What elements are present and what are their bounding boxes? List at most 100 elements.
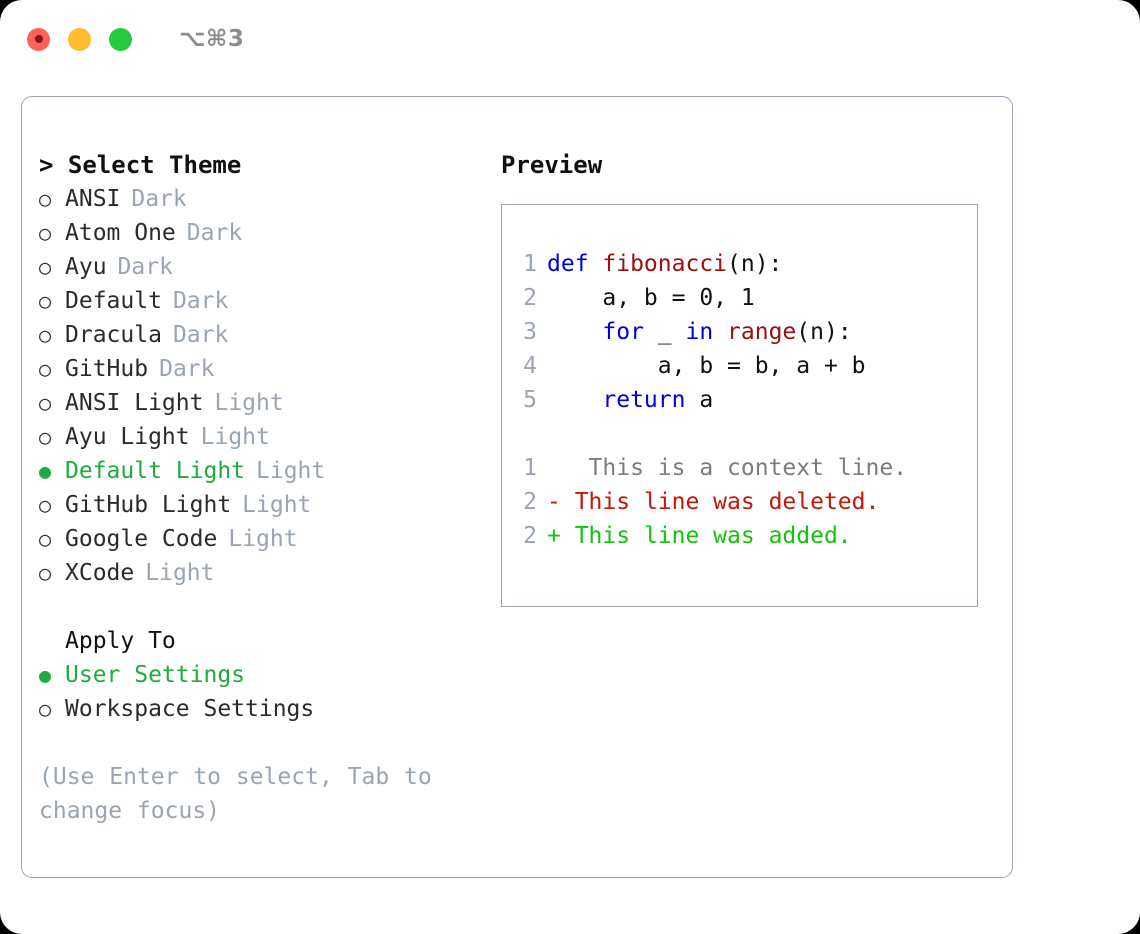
theme-name: Default Light xyxy=(65,458,246,484)
code-token-plain: _ xyxy=(643,319,686,345)
radio-selected-icon: ● xyxy=(39,663,52,687)
code-line-text: a, b = b, a + b xyxy=(547,349,866,383)
radio-unselected-icon: ○ xyxy=(39,697,52,721)
code-line-number: 2 xyxy=(523,285,537,311)
theme-category-label: Dark xyxy=(131,186,187,212)
section-spacer xyxy=(39,590,479,624)
diff-sign: + xyxy=(547,523,561,549)
code-token-keyword: def xyxy=(547,251,603,277)
theme-list-item[interactable]: ○ Ayu Light Light xyxy=(39,420,479,454)
diff-sign: - xyxy=(547,489,561,515)
theme-category-label: Dark xyxy=(159,356,215,382)
diff-line-number: 2 xyxy=(523,489,537,515)
diff-sign xyxy=(547,455,561,481)
code-token-plain: a, b = b, a + b xyxy=(547,353,866,379)
code-token-plain xyxy=(547,319,602,345)
code-line: 3 for _ in range(n): xyxy=(515,315,971,349)
radio-unselected-icon: ○ xyxy=(39,527,52,551)
code-line: 4 a, b = b, a + b xyxy=(515,349,971,383)
radio-unselected-icon: ○ xyxy=(39,255,52,279)
theme-category-label: Light xyxy=(145,560,215,586)
theme-list-item[interactable]: ○ ANSI Dark xyxy=(39,182,479,216)
theme-category-label: Light xyxy=(228,526,298,552)
theme-name: Dracula xyxy=(65,322,162,348)
apply-to-list: ●User Settings ○ Workspace Settings xyxy=(39,658,479,726)
theme-category-label: Light xyxy=(200,424,270,450)
code-token-plain xyxy=(547,387,602,413)
code-token-plain xyxy=(713,319,727,345)
preview-header: Preview xyxy=(501,151,603,179)
code-token-plain: a xyxy=(685,387,714,413)
code-line: 1 def fibonacci(n): xyxy=(515,247,971,281)
help-hint-text: (Use Enter to select, Tab to change focu… xyxy=(39,764,447,824)
diff-line-number: 1 xyxy=(523,455,537,481)
theme-name: GitHub xyxy=(65,356,149,382)
theme-name: Atom One xyxy=(65,220,176,246)
code-token-function: fibonacci xyxy=(602,251,728,277)
traffic-light-group xyxy=(27,27,132,51)
code-line-text: return a xyxy=(547,383,713,417)
radio-unselected-icon: ○ xyxy=(39,221,52,245)
code-token-plain: (n): xyxy=(796,319,852,345)
radio-unselected-icon: ○ xyxy=(39,561,52,585)
code-line-text: def fibonacci(n): xyxy=(547,247,782,281)
radio-unselected-icon: ○ xyxy=(39,425,52,449)
diff-text: This is a context line. xyxy=(560,455,908,481)
apply-to-header: Apply To xyxy=(65,628,176,654)
diff-line-content: + This line was added. xyxy=(547,519,852,553)
code-token-keyword: return xyxy=(602,387,686,413)
radio-unselected-icon: ○ xyxy=(39,289,52,313)
theme-category-label: Dark xyxy=(172,322,229,348)
theme-list-item[interactable]: ○ GitHub Light Light xyxy=(39,488,479,522)
theme-category-label: Light xyxy=(256,458,326,484)
code-line-text: for _ in range(n): xyxy=(547,315,852,349)
code-line-text: a, b = 0, 1 xyxy=(547,281,755,315)
radio-unselected-icon: ○ xyxy=(39,391,52,415)
select-theme-header: > Select Theme xyxy=(39,151,242,179)
code-line-number: 4 xyxy=(523,353,537,379)
code-token-plain: a, b = 0, 1 xyxy=(547,285,755,311)
apply-to-option[interactable]: ○ Workspace Settings xyxy=(39,692,479,726)
radio-unselected-icon: ○ xyxy=(39,323,52,347)
radio-unselected-icon: ○ xyxy=(39,493,52,517)
diff-line-content: This is a context line. xyxy=(547,451,908,485)
close-window-button[interactable] xyxy=(27,27,50,51)
diff-line-number: 2 xyxy=(523,523,537,549)
code-token-function: range xyxy=(727,319,797,345)
keyboard-shortcut-label: ⌥⌘3 xyxy=(179,26,245,52)
theme-category-label: Dark xyxy=(172,288,229,314)
title-bar: ⌥⌘3 xyxy=(0,0,1140,78)
code-diff-spacer xyxy=(515,417,971,451)
theme-name: Ayu Light xyxy=(65,424,190,450)
zoom-window-button[interactable] xyxy=(109,27,132,51)
diff-line-content: - This line was deleted. xyxy=(547,485,879,519)
minimize-window-button[interactable] xyxy=(68,27,91,51)
diff-text: This line was deleted. xyxy=(560,489,880,515)
apply-to-option[interactable]: ●User Settings xyxy=(39,658,479,692)
theme-name: ANSI xyxy=(65,186,121,212)
code-line-number: 1 xyxy=(523,251,537,277)
code-token-keyword: for xyxy=(602,319,644,345)
code-line-number: 3 xyxy=(523,319,537,345)
theme-name: GitHub Light xyxy=(65,492,232,518)
theme-category-label: Light xyxy=(242,492,312,518)
code-line-number: 5 xyxy=(523,387,537,413)
theme-name: Ayu xyxy=(65,254,107,280)
apply-to-label: Workspace Settings xyxy=(65,696,315,722)
code-token-keyword: in xyxy=(685,319,714,345)
theme-list-item[interactable]: ○ Dracula Dark xyxy=(39,318,479,352)
diff-line: 2- This line was deleted. xyxy=(515,485,971,519)
radio-unselected-icon: ○ xyxy=(39,187,52,211)
